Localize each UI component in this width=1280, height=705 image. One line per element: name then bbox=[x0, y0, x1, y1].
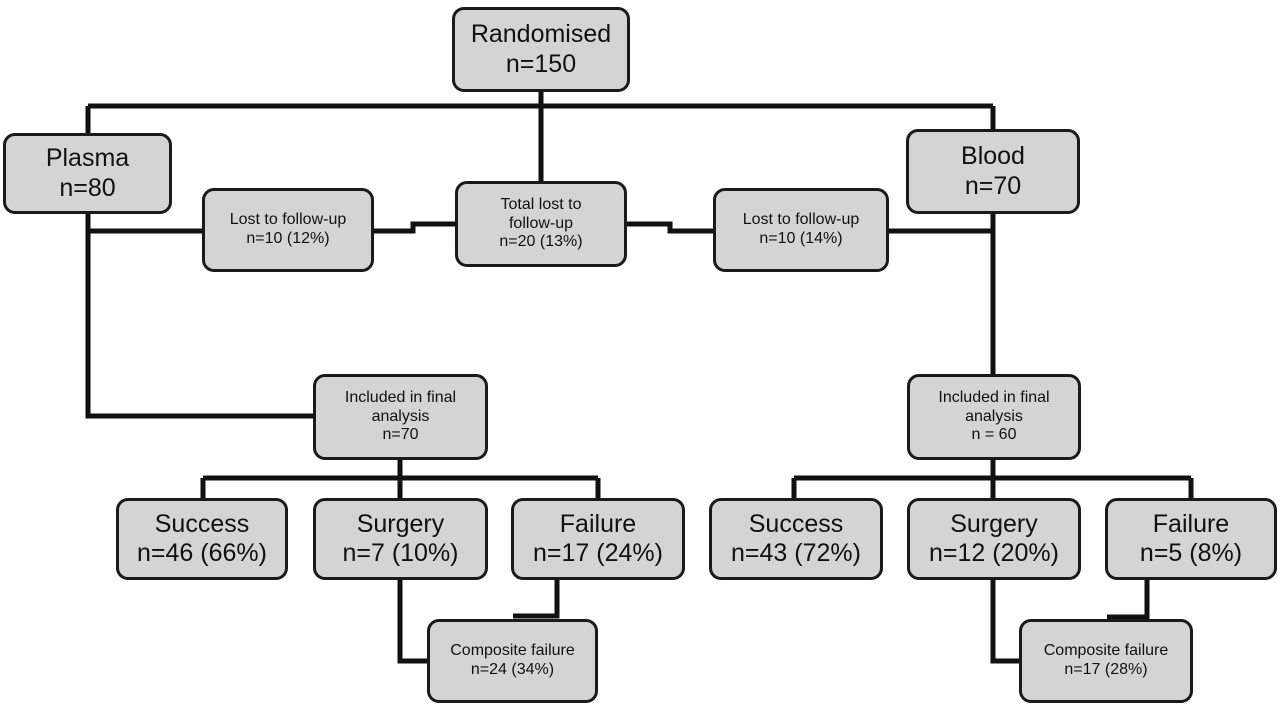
plasma-lost-count: n=10 (12%) bbox=[246, 230, 330, 247]
blood-surgery-title: Surgery bbox=[950, 509, 1038, 538]
randomised-count: n=150 bbox=[505, 49, 577, 78]
blood-included-line2: analysis bbox=[965, 407, 1023, 425]
plasma-failure-title: Failure bbox=[559, 509, 637, 538]
blood-lost-title: Lost to follow-up bbox=[742, 211, 860, 229]
total-lost-line1: Total lost to bbox=[500, 195, 582, 213]
blood-failure-title: Failure bbox=[1152, 509, 1230, 538]
blood-success-box: Success n=43 (72%) bbox=[709, 498, 883, 580]
connector-plasma-to-included bbox=[85, 212, 316, 419]
blood-included-count: n = 60 bbox=[971, 426, 1017, 444]
blood-success-count: n=43 (72%) bbox=[731, 539, 861, 567]
plasma-included-count: n=70 bbox=[382, 426, 419, 444]
connector-plasma-lost-to-total bbox=[372, 221, 458, 234]
plasma-failure-box: Failure n=17 (24%) bbox=[511, 498, 685, 580]
blood-included-box: Included in final analysis n = 60 bbox=[907, 374, 1081, 460]
connector-plasma-failure-to-composite bbox=[513, 578, 560, 619]
blood-surgery-count: n=12 (20%) bbox=[929, 539, 1059, 567]
blood-surgery-box: Surgery n=12 (20%) bbox=[907, 498, 1081, 580]
blood-arm-box: Blood n=70 bbox=[906, 129, 1080, 214]
blood-lost-box: Lost to follow-up n=10 (14%) bbox=[713, 188, 889, 272]
total-lost-count: n=20 (13%) bbox=[499, 233, 583, 251]
blood-lost-count: n=10 (14%) bbox=[759, 230, 843, 247]
randomised-title: Randomised bbox=[470, 20, 612, 48]
plasma-included-box: Included in final analysis n=70 bbox=[313, 374, 488, 460]
plasma-surgery-count: n=7 (10%) bbox=[342, 539, 459, 567]
blood-success-title: Success bbox=[748, 509, 844, 538]
plasma-lost-box: Lost to follow-up n=10 (12%) bbox=[202, 188, 374, 272]
blood-included-line1: Included in final bbox=[938, 388, 1050, 406]
plasma-surgery-title: Surgery bbox=[356, 509, 445, 538]
connector-blood-failure-to-composite bbox=[1107, 578, 1150, 620]
plasma-composite-box: Composite failure n=24 (34%) bbox=[427, 619, 598, 703]
blood-arm-title: Blood bbox=[961, 142, 1025, 170]
plasma-included-line1: Included in final bbox=[344, 388, 457, 406]
plasma-arm-box: Plasma n=80 bbox=[3, 133, 172, 214]
blood-failure-box: Failure n=5 (8%) bbox=[1105, 498, 1277, 580]
plasma-arm-title: Plasma bbox=[45, 144, 130, 172]
total-lost-line2: follow-up bbox=[508, 214, 574, 232]
blood-composite-box: Composite failure n=17 (28%) bbox=[1019, 619, 1193, 703]
plasma-surgery-box: Surgery n=7 (10%) bbox=[313, 498, 488, 580]
blood-arm-count: n=70 bbox=[964, 171, 1022, 200]
plasma-failure-count: n=17 (24%) bbox=[533, 539, 663, 567]
randomised-box: Randomised n=150 bbox=[452, 7, 630, 92]
connector-blood-surgery-to-composite bbox=[990, 578, 1022, 664]
plasma-success-title: Success bbox=[154, 509, 250, 538]
blood-failure-count: n=5 (8%) bbox=[1139, 539, 1243, 567]
total-lost-box: Total lost to follow-up n=20 (13%) bbox=[455, 181, 627, 267]
plasma-composite-count: n=24 (34%) bbox=[470, 661, 555, 678]
connector-total-to-blood-lost bbox=[624, 221, 716, 234]
plasma-success-count: n=46 (66%) bbox=[137, 539, 267, 567]
blood-composite-title: Composite failure bbox=[1043, 642, 1169, 660]
plasma-composite-title: Composite failure bbox=[450, 642, 575, 660]
plasma-included-line2: analysis bbox=[371, 407, 430, 425]
connector-plasma-surgery-to-composite bbox=[397, 578, 430, 664]
plasma-success-box: Success n=46 (66%) bbox=[116, 498, 288, 580]
plasma-arm-count: n=80 bbox=[59, 173, 116, 202]
plasma-lost-title: Lost to follow-up bbox=[229, 211, 347, 229]
blood-composite-count: n=17 (28%) bbox=[1064, 661, 1148, 678]
